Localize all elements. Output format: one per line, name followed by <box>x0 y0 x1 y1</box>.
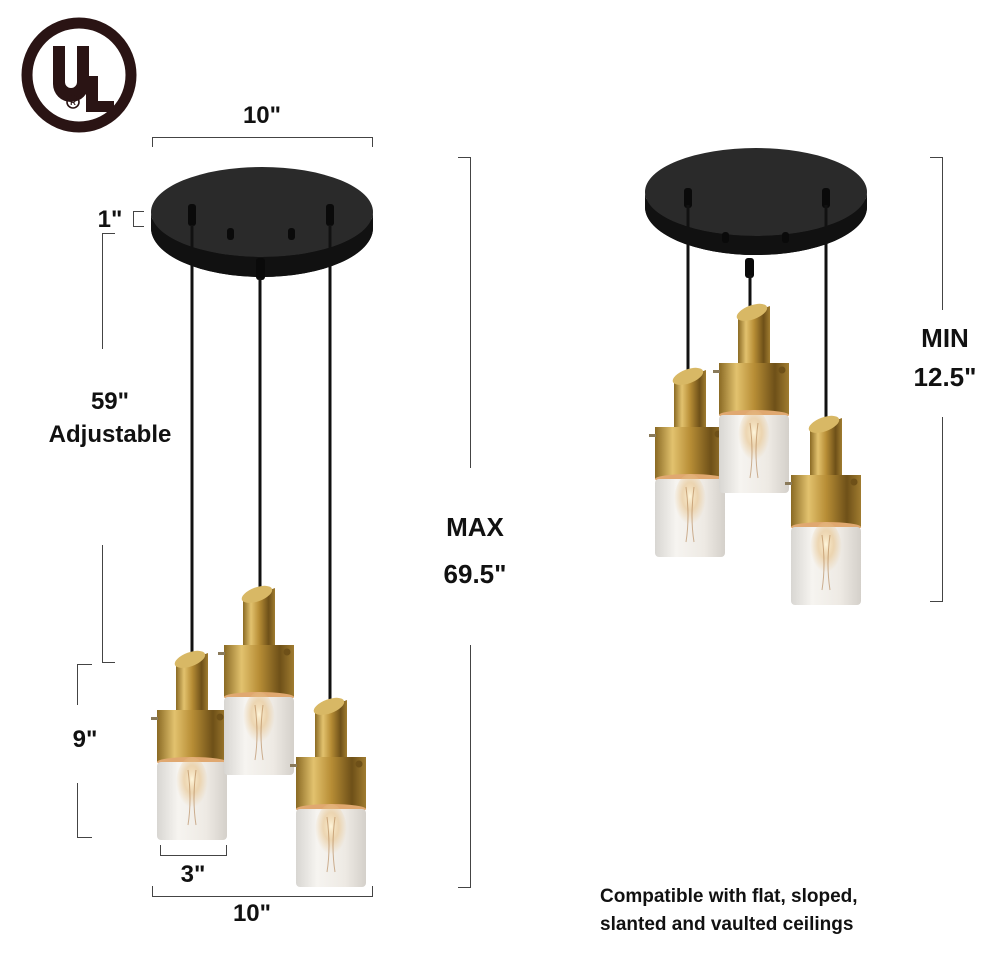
max-height-bracket-bottom <box>458 645 471 888</box>
spread-width-bracket <box>152 886 373 897</box>
pendant-shade-left <box>150 646 228 841</box>
dimension-tick <box>152 137 153 147</box>
min-height-bracket-top <box>930 157 943 310</box>
cord-length-note: Adjustable <box>48 421 172 448</box>
spread-width-label: 10" <box>232 900 272 927</box>
canopy-height-bracket <box>133 211 144 227</box>
ul-certification-logo: R <box>20 16 138 134</box>
shade-height-bracket-bottom <box>77 783 92 838</box>
dimension-tick <box>372 137 373 147</box>
min-height-title: MIN <box>921 323 969 353</box>
shade-height-label: 9" <box>72 726 98 753</box>
cord-length-label: 59" <box>90 388 130 415</box>
compatibility-note-line1: Compatible with flat, sloped, <box>600 886 858 907</box>
cord-length-bracket-top <box>102 233 115 349</box>
max-height-value: 69.5" <box>443 559 507 589</box>
svg-text:R: R <box>70 98 76 107</box>
shade-width-bracket <box>160 845 227 856</box>
canopy-width-dimension-line <box>152 137 373 138</box>
canopy-width-label: 10" <box>242 102 282 129</box>
max-height-title: MAX <box>446 512 504 542</box>
min-height-value: 12.5" <box>913 362 977 392</box>
canopy-height-label: 1" <box>97 206 123 233</box>
max-height-bracket-top <box>458 157 471 468</box>
shade-height-bracket-top <box>77 664 92 705</box>
cord-length-bracket-bottom <box>102 545 115 663</box>
ul-logo-icon: R <box>21 17 137 133</box>
compatibility-note-line2: slanted and vaulted ceilings <box>600 914 854 935</box>
shade-width-label: 3" <box>180 861 206 888</box>
min-height-bracket-bottom <box>930 417 943 602</box>
